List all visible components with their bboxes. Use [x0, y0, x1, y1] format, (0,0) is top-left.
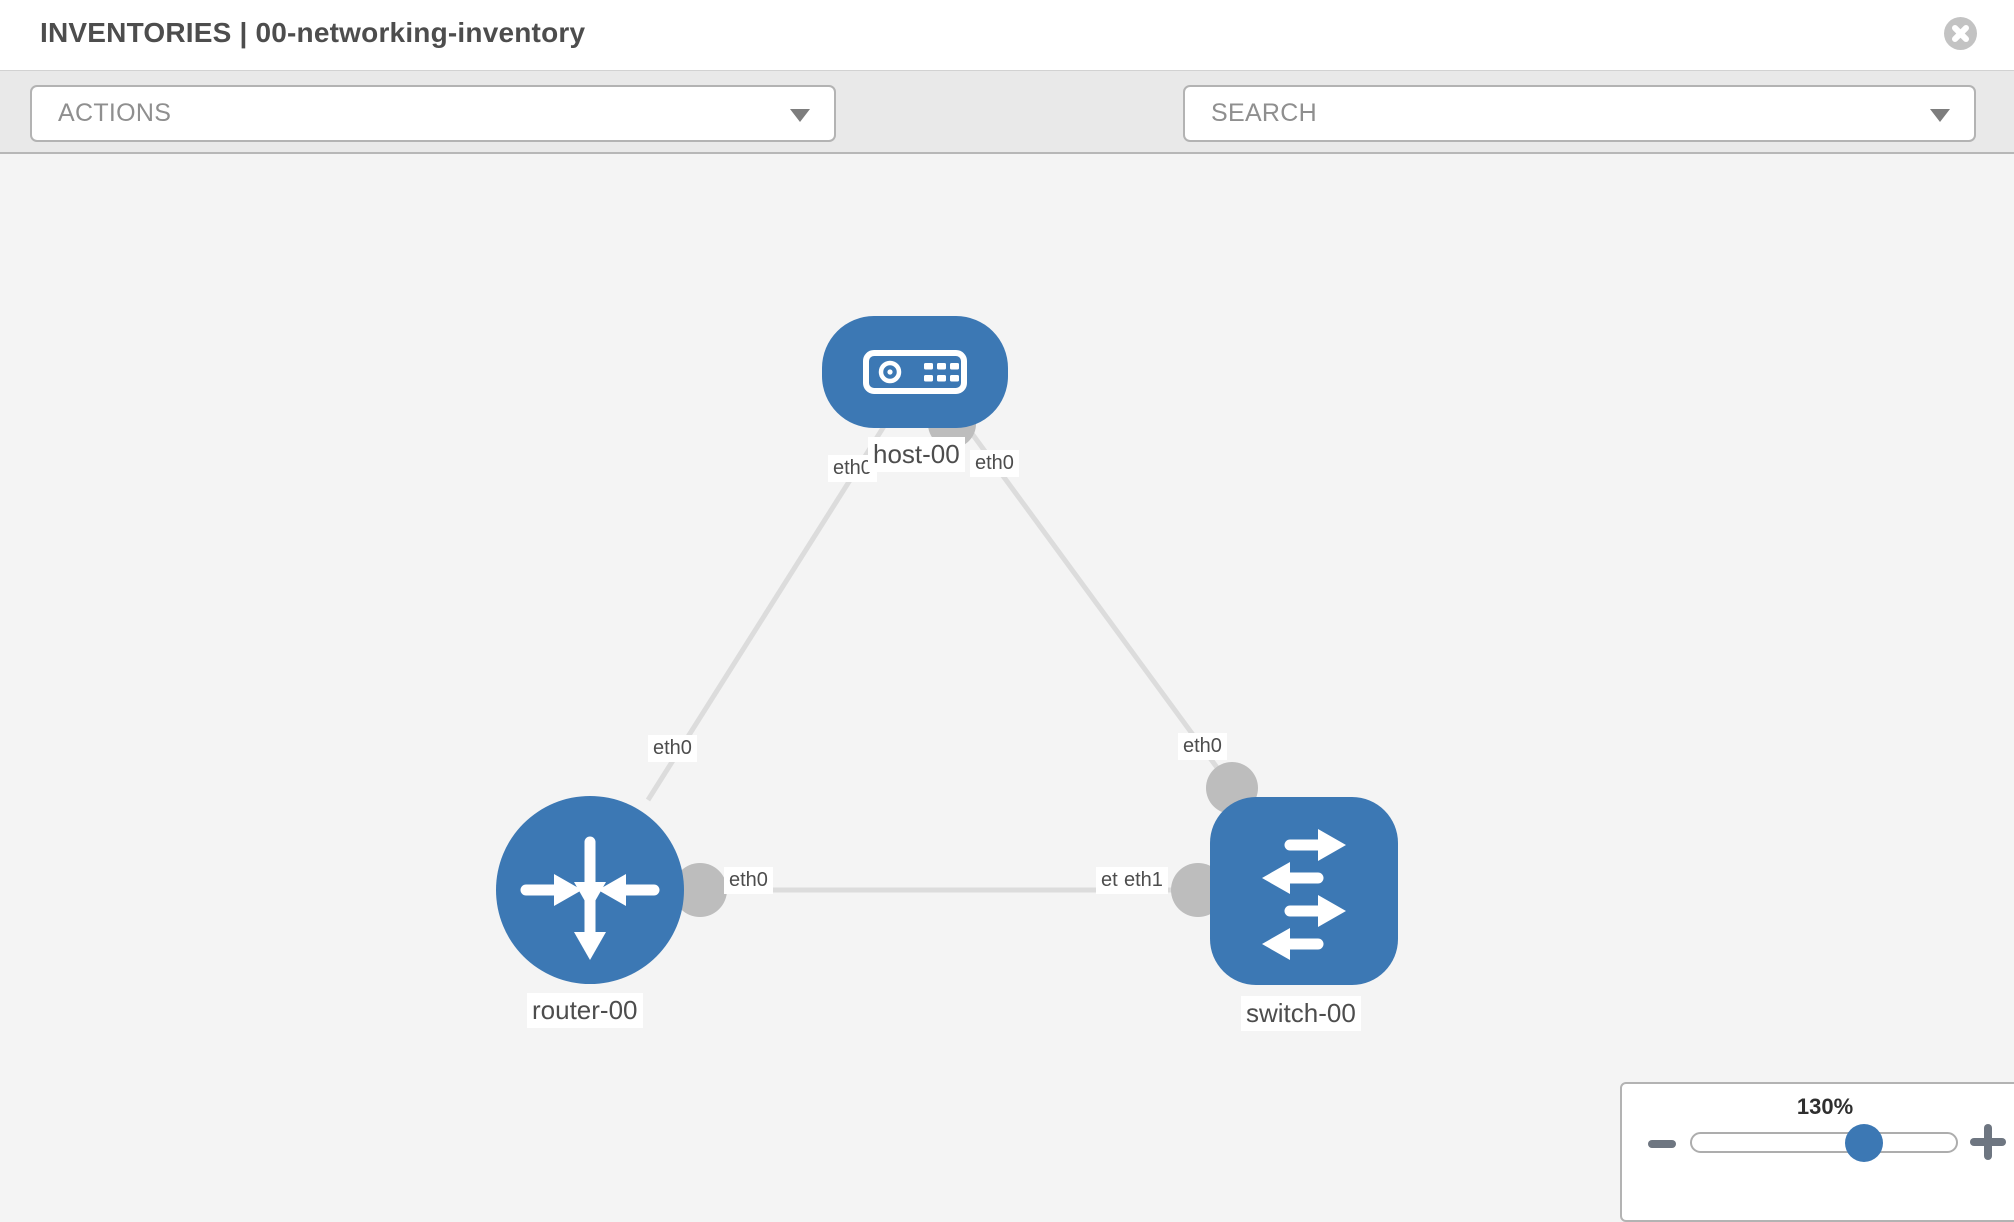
node-label-router-00[interactable]: router-00: [527, 993, 643, 1028]
zoom-control-panel: 130%: [1620, 1082, 2014, 1222]
zoom-level-value: 130%: [1796, 1094, 1854, 1119]
interface-label-router-eth0: eth0: [724, 867, 773, 894]
switch-icon: [1262, 829, 1346, 960]
link-switch-host[interactable]: [959, 418, 1235, 790]
zoom-slider-track[interactable]: [1690, 1132, 1958, 1153]
actions-dropdown[interactable]: ACTIONS: [30, 85, 836, 142]
interface-label-switch-link-eth0: eth0: [1178, 733, 1227, 760]
plus-vertical-bar: [1984, 1124, 1992, 1160]
actions-dropdown-label: ACTIONS: [58, 99, 172, 127]
chevron-down-icon: [1930, 108, 1950, 122]
connector-router-eth0[interactable]: [673, 863, 727, 917]
node-router-00[interactable]: [496, 796, 684, 984]
x-glyph: [1952, 25, 1969, 42]
interface-label-host-eth0-right: eth0: [970, 450, 1019, 477]
search-dropdown[interactable]: SEARCH: [1183, 85, 1976, 142]
topology-links: [645, 410, 1235, 893]
page-title: INVENTORIES | 00-networking-inventory: [40, 17, 586, 48]
chevron-down-icon: [790, 108, 810, 122]
node-switch-00[interactable]: [1210, 797, 1398, 985]
zoom-out-icon[interactable]: [1648, 1140, 1676, 1148]
topology-canvas[interactable]: [0, 154, 2014, 1200]
interface-label-switch-overlap: eth0 eth1: [1096, 867, 1168, 894]
interface-label-router-link-eth0: eth0: [648, 735, 697, 762]
zoom-slider-knob[interactable]: [1845, 1124, 1883, 1162]
close-icon[interactable]: [1944, 17, 1977, 50]
zoom-in-icon[interactable]: [1970, 1124, 2006, 1160]
server-icon: [863, 350, 967, 394]
toolbar: ACTIONS SEARCH: [0, 70, 2014, 203]
node-label-host-00[interactable]: host-00: [868, 437, 965, 472]
node-label-switch-00[interactable]: switch-00: [1241, 996, 1361, 1031]
search-dropdown-label: SEARCH: [1211, 99, 1317, 127]
header: INVENTORIES | 00-networking-inventory: [0, 0, 2014, 70]
interface-label-switch-eth1: eth1: [1119, 867, 1168, 894]
router-icon: [520, 836, 660, 960]
interface-connectors: [673, 400, 1258, 917]
node-host-00[interactable]: [822, 316, 1008, 428]
